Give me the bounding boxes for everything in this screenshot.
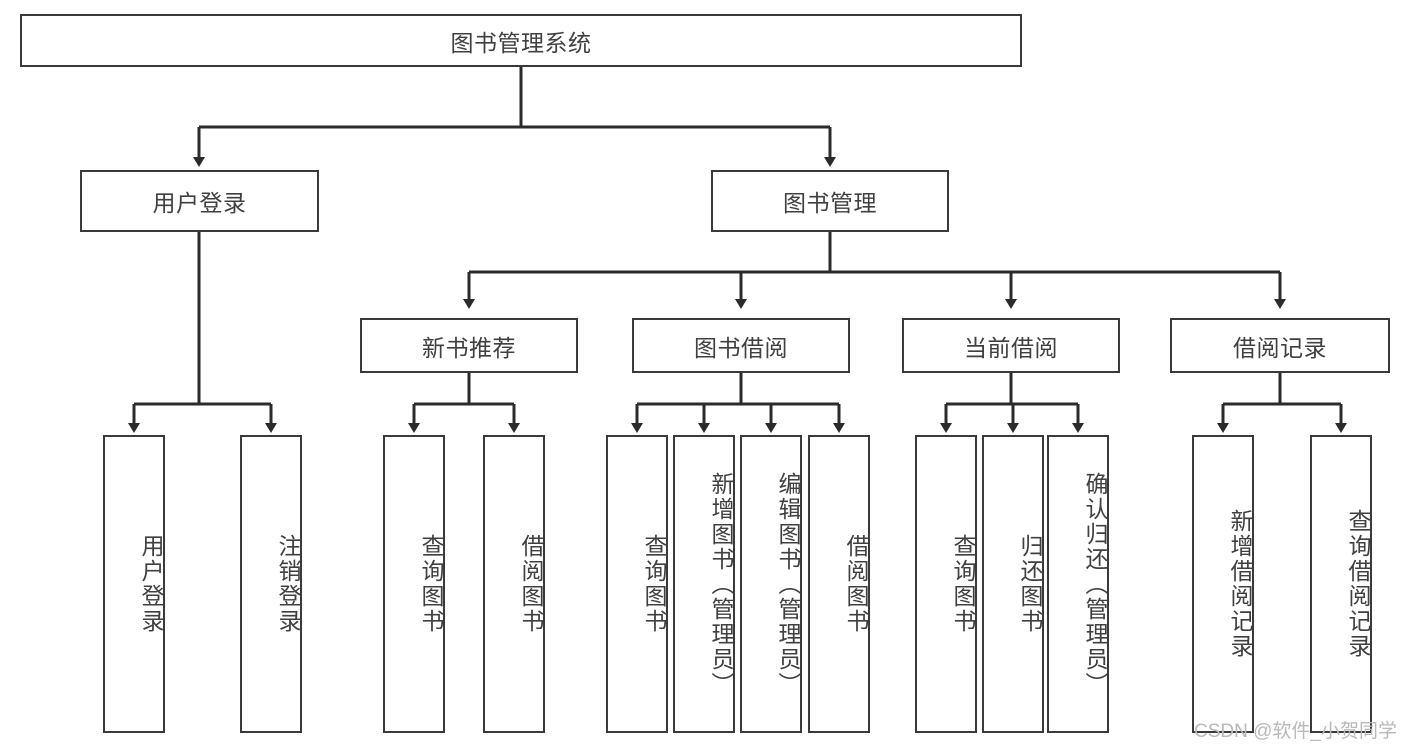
leaf-borrow-book-2-label: 借阅图书 <box>843 534 869 634</box>
leaf-confirm-return[interactable]: 确认归还（管理员） <box>1047 435 1109 733</box>
leaf-add-record-label: 新增借阅记录 <box>1227 509 1253 659</box>
node-borrow-record-label: 借阅记录 <box>1233 334 1327 361</box>
node-book-borrow-label: 图书借阅 <box>694 334 788 361</box>
leaf-borrow-book-1-label: 借阅图书 <box>518 534 544 634</box>
leaf-query-book-1[interactable]: 查询图书 <box>383 435 445 733</box>
node-borrow-record[interactable]: 借阅记录 <box>1170 318 1390 373</box>
node-new-book-rec-label: 新书推荐 <box>422 334 516 361</box>
node-root-label: 图书管理系统 <box>450 29 592 56</box>
watermark-text: CSDN @软件_小贺同学 <box>1194 721 1397 742</box>
leaf-query-record[interactable]: 查询借阅记录 <box>1310 435 1372 733</box>
node-book-manage-label: 图书管理 <box>783 190 877 216</box>
leaf-user-logout-label: 注销登录 <box>275 534 301 634</box>
leaf-query-book-3[interactable]: 查询图书 <box>915 435 977 733</box>
node-book-manage[interactable]: 图书管理 <box>711 170 949 232</box>
node-user-login-label: 用户登录 <box>152 190 247 216</box>
node-current-borrow-label: 当前借阅 <box>964 334 1058 361</box>
leaf-borrow-book-1[interactable]: 借阅图书 <box>483 435 545 733</box>
leaf-user-login[interactable]: 用户登录 <box>103 435 165 733</box>
node-user-login[interactable]: 用户登录 <box>80 170 319 232</box>
node-root[interactable]: 图书管理系统 <box>20 14 1022 67</box>
leaf-query-book-2-label: 查询图书 <box>641 534 667 634</box>
leaf-return-book[interactable]: 归还图书 <box>982 435 1044 733</box>
leaf-add-book[interactable]: 新增图书（管理员） <box>673 435 735 733</box>
leaf-add-book-label: 新增图书（管理员） <box>708 471 734 697</box>
leaf-user-logout[interactable]: 注销登录 <box>240 435 302 733</box>
node-book-borrow[interactable]: 图书借阅 <box>632 318 850 373</box>
leaf-edit-book-label: 编辑图书（管理员） <box>775 471 801 697</box>
leaf-query-book-2[interactable]: 查询图书 <box>606 435 668 733</box>
leaf-return-book-label: 归还图书 <box>1017 534 1043 634</box>
leaf-query-book-3-label: 查询图书 <box>950 534 976 634</box>
leaf-confirm-return-label: 确认归还（管理员） <box>1082 471 1108 697</box>
leaf-edit-book[interactable]: 编辑图书（管理员） <box>740 435 802 733</box>
leaf-query-book-1-label: 查询图书 <box>418 534 444 634</box>
node-current-borrow[interactable]: 当前借阅 <box>902 318 1120 373</box>
leaf-add-record[interactable]: 新增借阅记录 <box>1192 435 1254 733</box>
node-new-book-rec[interactable]: 新书推荐 <box>360 318 578 373</box>
leaf-borrow-book-2[interactable]: 借阅图书 <box>808 435 870 733</box>
leaf-user-login-label: 用户登录 <box>138 534 164 634</box>
leaf-query-record-label: 查询借阅记录 <box>1345 509 1371 659</box>
